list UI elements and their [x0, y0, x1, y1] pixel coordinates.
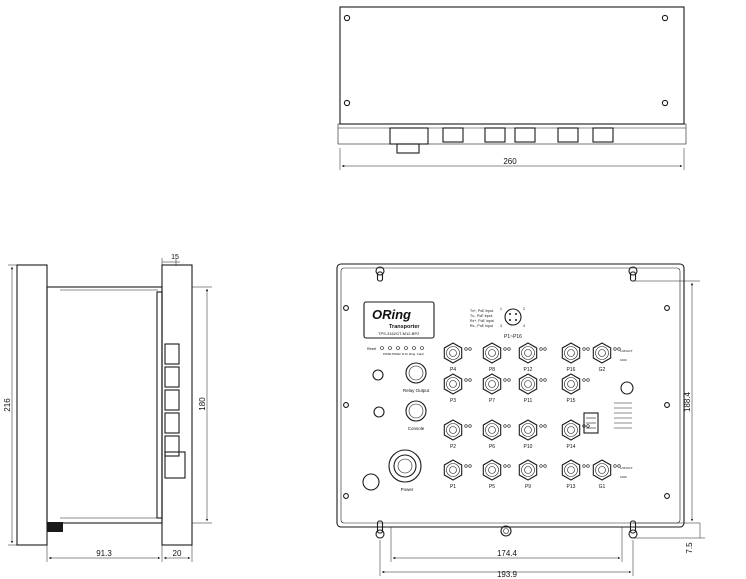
speed-label-1: 1000: [620, 358, 627, 362]
model-number: TPS-3162GT-M12-BP2: [378, 331, 420, 336]
pin-legend-4: Rx-, PoE Input: [470, 324, 493, 328]
port-p1: P1: [443, 459, 472, 490]
port-p5: P5: [482, 459, 511, 490]
port-g1: G1: [592, 459, 621, 490]
port-p4-label: P4: [450, 367, 456, 373]
reset-label: Reset: [367, 347, 376, 351]
side-front-dim: 20: [173, 549, 182, 558]
console-connector: Console: [373, 400, 427, 431]
port-p9: P9: [518, 459, 547, 490]
port-p11-label: P11: [524, 398, 533, 404]
port-p7: P7: [482, 373, 511, 404]
side-thickness-dim: 15: [171, 254, 179, 261]
speed-label-2: 1000: [620, 475, 627, 479]
product-name: Transporter: [389, 324, 420, 330]
port-p3-label: P3: [450, 398, 456, 404]
right-connector: [620, 381, 634, 395]
keyhole-top-left: [375, 266, 385, 282]
port-p16: P16: [561, 342, 590, 373]
port-p3: P3: [443, 373, 472, 404]
relay-output-connector: Relay Output: [372, 362, 430, 393]
info-box: [583, 412, 599, 434]
port-p10-label: P10: [524, 444, 533, 450]
led-label-rm: R.M.: [402, 352, 408, 356]
led-label-ring: Ring: [409, 352, 416, 356]
side-height-inner-dim: 180: [198, 397, 207, 411]
pin-legend-1: Tx+, PoE Input: [470, 309, 493, 313]
keyhole-top-right: [628, 266, 638, 282]
port-p1-label: P1: [450, 484, 456, 490]
port-p15: P15: [561, 373, 590, 404]
led-label-pwr1: PWR1: [383, 352, 392, 356]
pin-legend: Tx+, PoE Input Tx-, PoE Input Rx+, PoE I…: [470, 307, 525, 340]
port-g2: G2: [592, 342, 621, 373]
side-depth-dim: 91.3: [96, 549, 112, 558]
side-connectors: [164, 343, 186, 479]
led-label-fault: Fault: [417, 352, 424, 356]
front-width-dim: 193.9: [497, 570, 518, 579]
pin-number-3: 3: [500, 324, 502, 328]
port-g2-label: G2: [599, 367, 606, 373]
port-p7-label: P7: [489, 398, 495, 404]
port-p8-label: P8: [489, 367, 495, 373]
port-p14: P14: [561, 419, 590, 450]
pin-legend-3: Rx+, PoE Input: [470, 319, 494, 323]
top-view: 260: [337, 6, 687, 170]
port-p2: P2: [443, 419, 472, 450]
pin-legend-2: Tx-, PoE Input: [470, 314, 492, 318]
pin-number-1: 1: [500, 307, 502, 311]
port-p6-label: P6: [489, 444, 495, 450]
console-label: Console: [408, 426, 425, 431]
port-p12: P12: [518, 342, 547, 373]
pin-number-2: 2: [523, 307, 525, 311]
power-label: Power: [401, 487, 414, 492]
side-height-outer-dim: 216: [3, 398, 12, 412]
port-p13: P13: [561, 459, 590, 490]
front-hole-span-dim: 174.4: [497, 549, 518, 558]
front-view: ORing Transporter TPS-3162GT-M12-BP2 Tx+…: [336, 263, 705, 579]
port-range-label: P1~P16: [504, 334, 522, 340]
top-connectors: [389, 127, 614, 154]
front-height-dim: 188.4: [683, 391, 692, 412]
front-foot-dim: 7.5: [685, 542, 694, 554]
port-p11: P11: [518, 373, 547, 404]
port-p9-label: P9: [525, 484, 531, 490]
port-p16-label: P16: [567, 367, 576, 373]
brand-logo-text: ORing: [372, 307, 411, 322]
keyhole-bottom-left: [375, 520, 385, 539]
led-label-pwr2: PWR2: [392, 352, 401, 356]
port-p13-label: P13: [567, 484, 576, 490]
port-g1-label: G1: [599, 484, 606, 490]
port-p12-label: P12: [524, 367, 533, 373]
relay-output-label: Relay Output: [403, 388, 430, 393]
lnk-act-label-1: LNK/ACT: [620, 349, 633, 353]
port-p6: P6: [482, 419, 511, 450]
top-width-dim: 260: [503, 157, 517, 166]
port-p10: P10: [518, 419, 547, 450]
port-p15-label: P15: [567, 398, 576, 404]
port-p5-label: P5: [489, 484, 495, 490]
port-p8: P8: [482, 342, 511, 373]
port-p2-label: P2: [450, 444, 456, 450]
pin-number-4: 4: [523, 324, 525, 328]
side-view: 15 216 180 91.3 20: [3, 254, 212, 562]
port-p4: P4: [443, 342, 472, 373]
keyhole-bottom-right: [628, 520, 638, 539]
port-p14-label: P14: [567, 444, 576, 450]
right-led-list: [614, 402, 632, 429]
status-led-strip: Reset PWR1 PWR2 R.M. Ring Fault: [367, 346, 424, 356]
lnk-act-label-2: LNK/ACT: [620, 466, 633, 470]
power-connector: Power: [362, 449, 422, 492]
oring-logo: ORing Transporter TPS-3162GT-M12-BP2: [363, 301, 435, 339]
